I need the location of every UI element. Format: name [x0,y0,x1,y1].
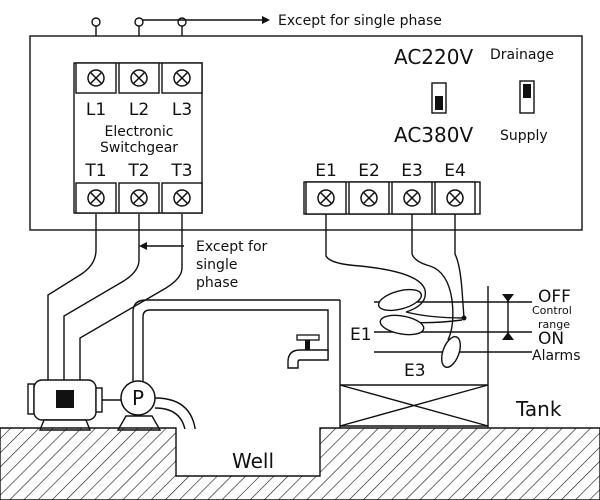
except-for-text: Except for [196,239,268,255]
on-label: ON [538,329,564,349]
terminal-label-l3: L3 [172,100,192,120]
switchgear-label-line2: Switchgear [100,140,178,156]
voltage-switch-knob [435,96,443,110]
terminal-label-e3: E3 [401,161,423,181]
tank-label: Tank [515,397,562,421]
electrode-terminal-block: E1 E2 E3 E4 [303,161,481,215]
except-single-phase-top-text: Except for single phase [278,13,442,29]
mode-switch-knob [523,84,531,98]
float-switches: E1 E3 [350,288,467,381]
range-label: range [538,318,570,331]
ac220-label: AC220V [394,45,473,69]
terminal-label-t3: T3 [170,161,192,181]
float-e1-label: E1 [350,325,372,345]
phase-text: phase [196,275,238,291]
pump-label: P [132,386,144,410]
ac380-label: AC380V [394,123,473,147]
motor [27,379,103,431]
terminal-label-e2: E2 [358,161,380,181]
float-e3-label: E3 [404,361,426,381]
switchgear-label-line1: Electronic [104,124,173,140]
alarms-label: Alarms [532,348,581,364]
well-label: Well [232,449,274,473]
terminal-label-e4: E4 [444,161,466,181]
single-text: single [196,257,237,273]
off-label: OFF [538,287,571,307]
voltage-selector: AC220V AC380V [394,45,473,147]
annotation-except-single-phase-top: Except for single phase [142,13,442,29]
annotation-except-single-phase-mid: Except for single phase [139,239,268,291]
drainage-label: Drainage [490,47,554,63]
pump: P [102,380,162,431]
terminal-label-t1: T1 [84,161,106,181]
screw-icon [317,189,464,207]
level-indicators: OFF Control range ON Alarms [374,287,581,364]
supply-label: Supply [500,128,548,144]
pump-outlet-pipe [132,299,341,428]
terminal-label-e1: E1 [315,161,337,181]
terminal-label-l1: L1 [86,100,106,120]
terminal-label-l2: L2 [129,100,149,120]
water-tank: Tank [339,286,562,428]
terminal-label-t2: T2 [127,161,149,181]
mode-selector: Drainage Supply [490,47,554,144]
motor-cable [47,214,183,392]
electronic-switchgear: L1 L2 L3 Electronic Switchgear T1 T2 T3 [73,62,203,214]
ground: Well [0,427,600,500]
screw-icon [87,69,191,207]
faucet-icon [287,334,329,369]
control-label: Control [532,304,572,317]
